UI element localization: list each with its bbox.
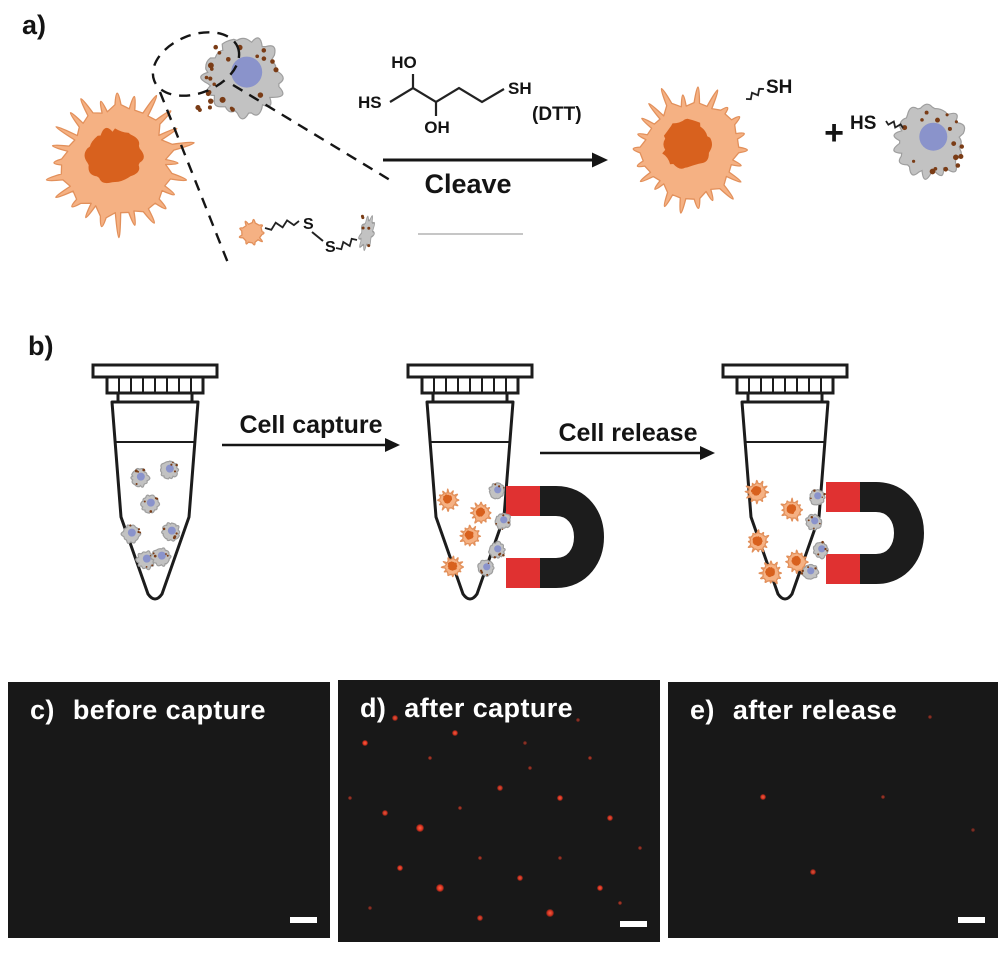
scale-bar xyxy=(620,921,647,927)
hs-label: HS xyxy=(358,93,382,112)
sulfur-top-label: S xyxy=(303,216,314,233)
micrograph-letter: c) xyxy=(30,695,55,725)
sulfur-bottom-label: S xyxy=(325,239,336,256)
micrograph-caption: e) after release xyxy=(690,695,897,726)
micrograph-letter: d) xyxy=(360,693,387,723)
tubes-and-magnets-illustration xyxy=(91,363,924,601)
micrograph-after-release: e) after release xyxy=(668,682,998,938)
micrograph-caption: d) after capture xyxy=(360,693,573,724)
disulfide-zoom-illustration xyxy=(238,214,375,252)
product-sh-label: SH xyxy=(766,77,792,98)
cell-capture-label: Cell capture xyxy=(239,411,382,439)
micrograph-caption: c) before capture xyxy=(30,695,266,726)
panel-a-schematic: a) HO HS SH OH (DTT) Cleave S S SH + HS xyxy=(22,10,966,264)
micrograph-letter: e) xyxy=(690,695,715,725)
micrograph-before-capture: c) before capture xyxy=(8,682,330,938)
dtt-label: (DTT) xyxy=(532,104,582,125)
fluorescence-dots-layer xyxy=(338,680,660,942)
cleave-label: Cleave xyxy=(424,169,511,199)
cell-pair-illustration xyxy=(45,37,284,238)
scale-bar xyxy=(958,917,985,923)
separated-cells-illustration xyxy=(632,86,966,214)
zoom-ellipse xyxy=(151,31,241,97)
capture-arrowhead xyxy=(385,438,400,452)
panel-b-schematic: b) Cell capture Cell release xyxy=(28,331,924,601)
zoom-dash-line-left xyxy=(158,91,230,264)
zoom-dash-line-right xyxy=(232,83,391,182)
micrograph-after-capture: d) after capture xyxy=(338,680,660,942)
micrograph-row: c) before capture d) after capture e) af… xyxy=(0,680,1000,948)
fluorescence-dots-layer xyxy=(668,682,998,938)
plus-sign: + xyxy=(824,114,844,152)
panel-b-label: b) xyxy=(28,331,53,361)
micrograph-title: before capture xyxy=(72,695,266,725)
ho-label: HO xyxy=(391,53,417,72)
dtt-structure xyxy=(389,74,505,116)
oh-label: OH xyxy=(424,118,450,137)
panel-a-label: a) xyxy=(22,10,46,40)
product-hs-label: HS xyxy=(850,113,876,134)
sh-label: SH xyxy=(508,79,532,98)
scale-bar xyxy=(290,917,317,923)
cleave-arrowhead xyxy=(592,152,608,168)
micrograph-title: after capture xyxy=(404,693,574,723)
release-arrowhead xyxy=(700,446,715,460)
cell-release-label: Cell release xyxy=(559,419,698,447)
micrograph-title: after release xyxy=(732,695,898,725)
